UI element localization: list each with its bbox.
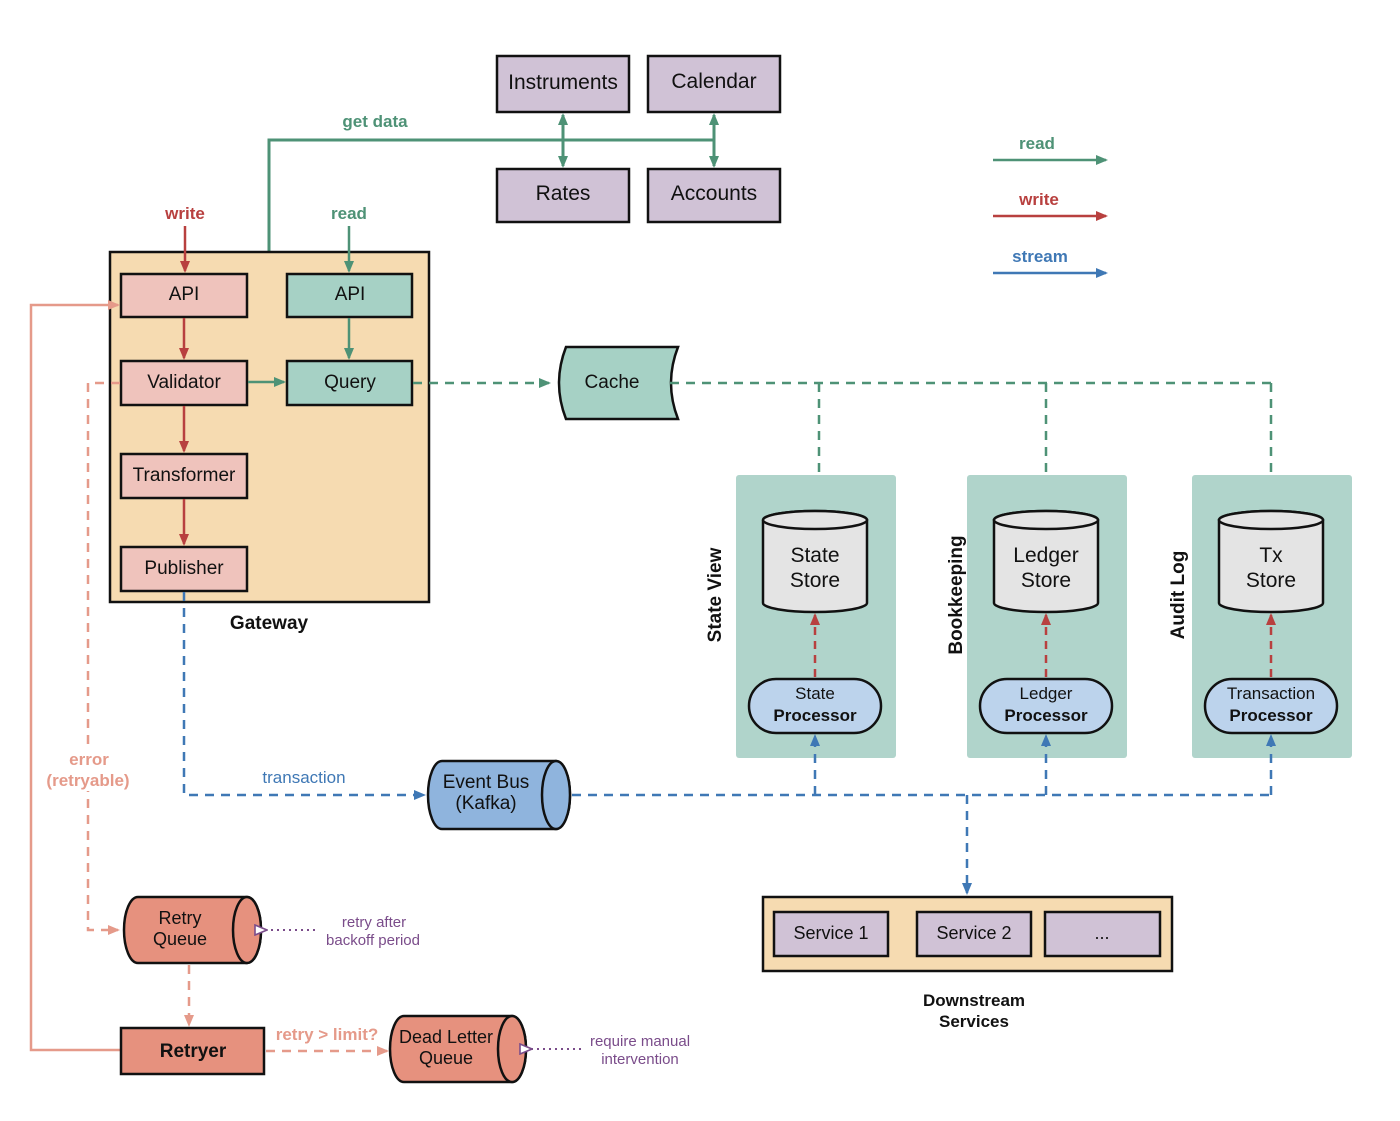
error-label-line2: (retryable) — [46, 771, 129, 790]
bookkeeping-title: Bookkeeping — [946, 535, 967, 654]
transaction-processor-box — [1203, 677, 1339, 735]
rates-label: Rates — [536, 182, 591, 205]
accounts-box — [646, 167, 782, 224]
write-api-label: API — [169, 284, 200, 305]
legend-write-label: write — [1018, 190, 1059, 209]
dead-letter-queue: Dead Letter Queue — [388, 1014, 528, 1084]
instruments-label: Instruments — [508, 71, 618, 94]
read-api-label: API — [335, 284, 366, 305]
ledger-store-line1: Ledger — [1013, 544, 1078, 567]
accounts-label: Accounts — [671, 182, 757, 205]
transformer-label: Transformer — [133, 465, 236, 486]
retryer-label: Retryer — [160, 1041, 227, 1062]
event-bus-line2: (Kafka) — [455, 793, 516, 814]
publisher-box — [119, 545, 249, 593]
tx-store-line1: Tx — [1259, 544, 1283, 567]
downstream-services: Service 1 Service 2 ... Downstream Servi… — [761, 895, 1174, 1031]
dead-letter-line1: Dead Letter — [399, 1027, 493, 1047]
validator-box — [119, 359, 249, 407]
state-store-cylinder-top — [761, 509, 869, 531]
ledger-processor-line2: Processor — [1004, 706, 1088, 725]
dead-letter-end-cap — [496, 1014, 528, 1084]
transaction-processor-line1: Transaction — [1227, 684, 1315, 703]
event-bus-end-cap — [540, 759, 572, 831]
service-2-label: Service 2 — [936, 923, 1011, 943]
state-processor-line2: Processor — [773, 706, 857, 725]
get-data-label: get data — [342, 112, 408, 131]
retry-queue-line1: Retry — [158, 908, 201, 928]
retry-limit-label: retry > limit? — [276, 1025, 379, 1044]
audit-log-title: Audit Log — [1168, 551, 1189, 640]
gateway: Gateway API Validator Transformer Publis… — [108, 250, 431, 634]
error-label-bg — [40, 745, 136, 791]
state-processor-line1: State — [795, 684, 835, 703]
cache-label: Cache — [585, 372, 640, 393]
panel-bookkeeping: Bookkeeping Ledger Store Ledger Processo… — [946, 475, 1127, 758]
retry-queue: Retry Queue — [122, 895, 263, 965]
tx-store-line2: Store — [1246, 569, 1296, 592]
state-store-line1: State — [790, 544, 839, 567]
retry-note-line2: backoff period — [326, 932, 420, 949]
retryer-api-arrow — [29, 300, 121, 1052]
dead-letter-note-line2: intervention — [601, 1051, 679, 1068]
ledger-processor-line1: Ledger — [1020, 684, 1073, 703]
panel-state-view: State View State Store State Processor — [705, 475, 896, 758]
state-store-line2: Store — [790, 569, 840, 592]
write-api-box — [119, 272, 249, 319]
rates-box — [495, 167, 631, 224]
publisher-event-bus-arrow — [182, 592, 426, 800]
service-1-label: Service 1 — [793, 923, 868, 943]
ledger-store-line2: Store — [1021, 569, 1071, 592]
dead-letter-line2: Queue — [419, 1048, 473, 1068]
retry-queue-end-cap — [231, 895, 263, 965]
calendar-box — [646, 54, 782, 114]
service-1-box — [772, 910, 890, 958]
retryer-box — [119, 1026, 266, 1076]
service-more-box — [1043, 910, 1162, 958]
event-bus: Event Bus (Kafka) — [426, 759, 572, 831]
service-2-box — [915, 910, 1033, 958]
error-label-line1: error — [69, 750, 109, 769]
calendar-label: Calendar — [671, 70, 756, 93]
retry-queue-line2: Queue — [153, 929, 207, 949]
read-input-label: read — [331, 204, 367, 223]
read-api-box — [285, 272, 414, 319]
event-bus-line1: Event Bus — [443, 772, 530, 793]
legend-stream-label: stream — [1012, 247, 1068, 266]
ledger-processor-box — [978, 677, 1114, 735]
query-box — [285, 359, 414, 407]
panel-audit-log: Audit Log Tx Store Transaction Processor — [1168, 475, 1352, 758]
state-processor-box — [747, 677, 883, 735]
transaction-label: transaction — [262, 768, 345, 787]
validator-label: Validator — [147, 372, 221, 393]
tx-store-cylinder-top — [1217, 509, 1325, 531]
legend: read write stream — [993, 134, 1108, 278]
data-stores: Instruments Calendar Rates Accounts — [495, 54, 782, 224]
get-data-connector: get data — [267, 112, 719, 251]
downstream-title-line2: Services — [939, 1012, 1009, 1031]
instruments-box — [495, 54, 631, 114]
downstream-title-line1: Downstream — [923, 991, 1025, 1010]
query-label: Query — [324, 372, 376, 393]
service-more-label: ... — [1094, 923, 1109, 943]
transaction-processor-line2: Processor — [1229, 706, 1313, 725]
error-retry-arrow — [86, 381, 120, 935]
cache-shape — [557, 345, 680, 421]
ledger-store-cylinder-top — [992, 509, 1100, 531]
gateway-title: Gateway — [230, 613, 309, 634]
write-input-label: write — [164, 204, 205, 223]
legend-read-label: read — [1019, 134, 1055, 153]
transformer-box — [119, 452, 249, 500]
dead-letter-note-line1: require manual — [590, 1033, 690, 1050]
retry-note-line1: retry after — [342, 914, 406, 931]
state-view-title: State View — [705, 547, 726, 642]
cache: Cache — [557, 345, 680, 421]
publisher-label: Publisher — [144, 558, 224, 579]
